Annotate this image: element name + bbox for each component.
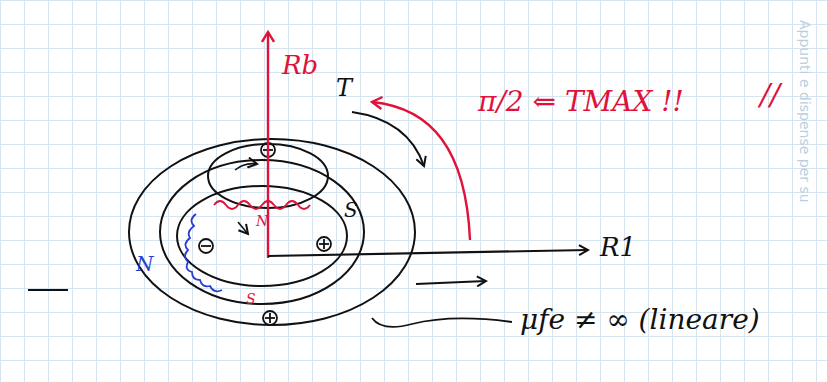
angle-note: π/2 ⇐ TMAX !! <box>478 88 684 116</box>
torque-arc <box>352 112 424 166</box>
flux-wave <box>214 201 310 209</box>
material-note: μfe ≠ ∞ (lineare) <box>520 306 760 334</box>
watermark: Appunti e dispense per su <box>798 20 812 203</box>
flux-wave <box>185 214 222 291</box>
stator-bore <box>160 160 364 304</box>
rotor <box>177 186 347 286</box>
stator-outer <box>129 139 415 325</box>
conductor-symbols <box>199 143 331 325</box>
vector-arrow <box>268 250 588 256</box>
leader-line <box>372 318 512 327</box>
pole-label: N <box>256 214 268 228</box>
pole-label: S <box>344 200 358 220</box>
pole-label: N <box>136 254 154 274</box>
torque-label: T <box>336 76 352 100</box>
pole-label: S <box>246 292 256 306</box>
emphasis-mark: // <box>760 80 780 110</box>
vector-label: Rb <box>282 52 318 78</box>
vector-label: R1 <box>600 234 636 260</box>
